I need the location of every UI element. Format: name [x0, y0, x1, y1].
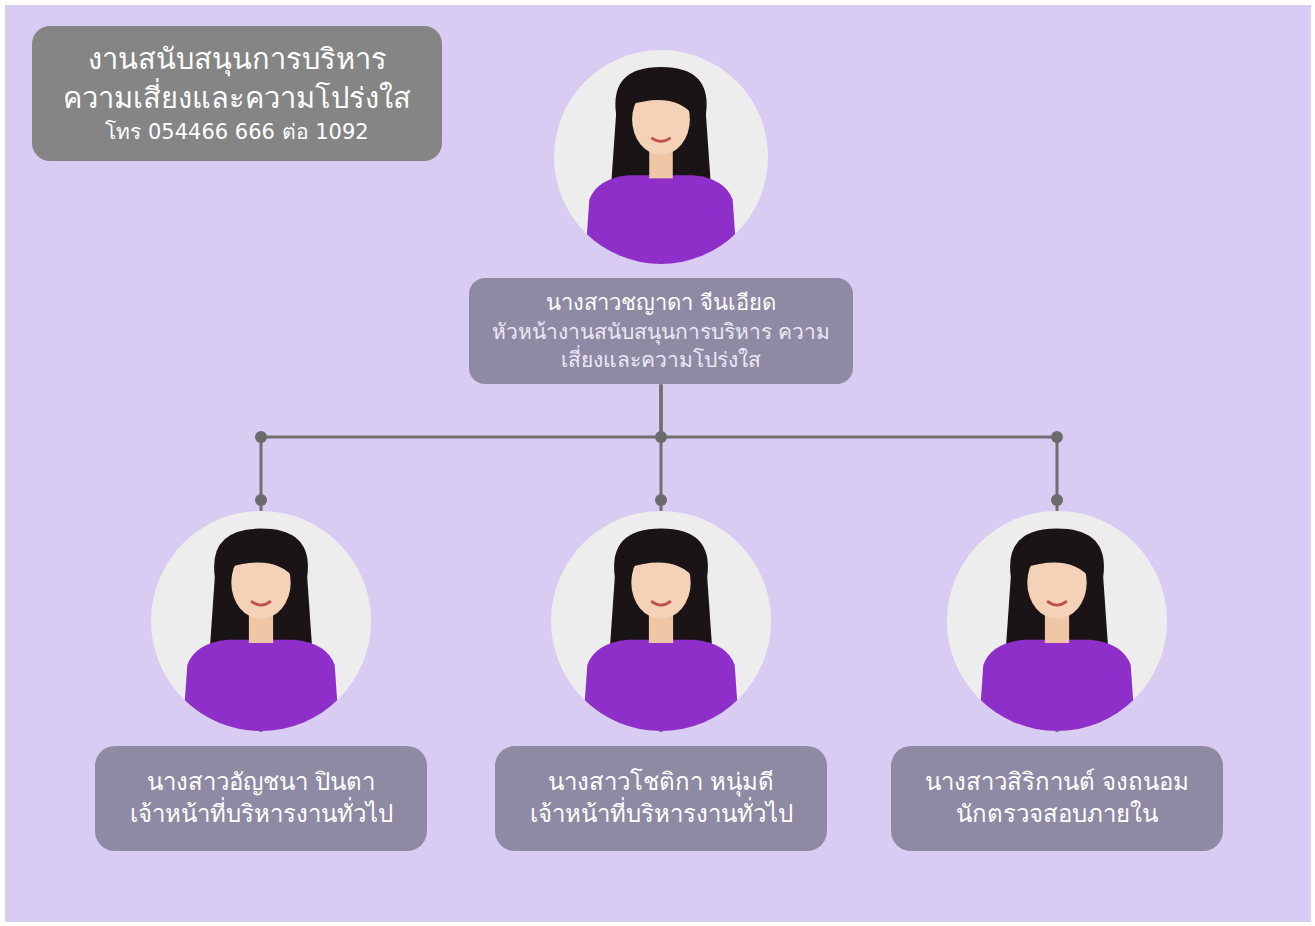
node-heading: นางสาวอัญชนา ปินตา — [107, 766, 415, 798]
node-heading: นางสาวชญาดา จีนเอียด — [481, 288, 841, 318]
node-subtext: เจ้าหน้าที่บริหารงานทั่วไป — [107, 798, 415, 830]
node-heading: งานสนับสนุนการบริหาร ความเสี่ยงและความโป… — [48, 40, 426, 118]
head-box: นางสาวชญาดา จีนเอียดหัวหน้างานสนับสนุนกา… — [469, 278, 853, 384]
junction-dots — [255, 431, 1063, 506]
node-subtext: โทร 054466 666 ต่อ 1092 — [48, 118, 426, 146]
node-heading: นางสาวสิริกานต์ จงถนอม — [903, 766, 1211, 798]
staff-box: นางสาวสิริกานต์ จงถนอมนักตรวจสอบภายใน — [891, 746, 1223, 851]
node-subtext: หัวหน้างานสนับสนุนการบริหาร ความเสี่ยงแล… — [481, 318, 841, 375]
unit-title-box: งานสนับสนุนการบริหาร ความเสี่ยงและความโป… — [32, 26, 442, 161]
node-subtext: เจ้าหน้าที่บริหารงานทั่วไป — [507, 798, 815, 830]
portrait — [554, 50, 768, 277]
node-heading: นางสาวโชติกา หนุ่มดี — [507, 766, 815, 798]
portrait — [151, 511, 371, 744]
portrait — [947, 511, 1167, 744]
portrait — [551, 511, 771, 744]
staff-box: นางสาวอัญชนา ปินตาเจ้าหน้าที่บริหารงานทั… — [95, 746, 427, 851]
node-subtext: นักตรวจสอบภายใน — [903, 798, 1211, 830]
staff-box: นางสาวโชติกา หนุ่มดีเจ้าหน้าที่บริหารงาน… — [495, 746, 827, 851]
